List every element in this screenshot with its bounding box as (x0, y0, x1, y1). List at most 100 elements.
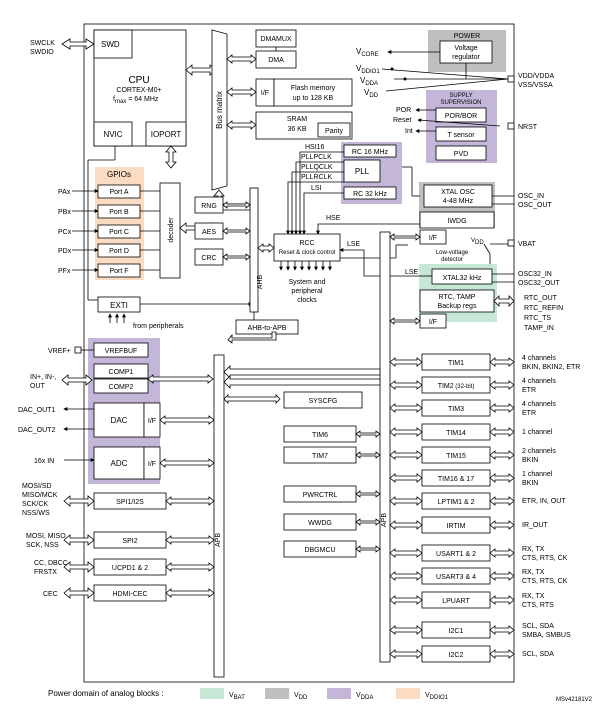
supply-title-1: SUPPLY (449, 93, 472, 99)
pin-osc32-in: OSC32_IN (518, 271, 552, 278)
adc-block (93, 446, 145, 480)
tim16-17-pin-label: 1 channel (522, 471, 553, 478)
pin-rtc-refin: RTC_REFIN (524, 305, 563, 312)
irtim-label: IRTIM (447, 523, 466, 530)
tsensor-label: T sensor (447, 132, 475, 139)
rc16-label: RC 16 MHz (352, 149, 389, 156)
parity-label: Parity (325, 128, 343, 135)
tim7-label: TIM7 (312, 453, 328, 460)
rc32-block (343, 186, 397, 200)
swd-arrow (61, 38, 95, 50)
exti-label: EXTI (110, 301, 128, 310)
tim15-bus-arrow (389, 450, 423, 460)
dma-label: DMA (268, 57, 284, 64)
legend-vdda-label: VDDA (356, 692, 373, 701)
pin-swclk: SWCLK (30, 40, 55, 47)
wwdg-label: WWDG (308, 520, 332, 527)
tim15-pin-label: BKIN (522, 457, 538, 464)
spi1-label: SPI1/I2S (116, 499, 144, 506)
tim1-label: TIM1 (448, 360, 464, 367)
i2c2-label: I2C2 (449, 652, 464, 659)
tim6-label: TIM6 (312, 432, 328, 439)
pin-vss-vssa: VSS/VSSA (518, 82, 553, 89)
dbgmcu-label: DBGMCU (304, 547, 335, 554)
tim2-pin-arrow (489, 380, 515, 390)
pin-vref: VREF+ (48, 348, 71, 355)
legend-vdd-swatch (265, 688, 289, 699)
swd-label: SWD (101, 40, 120, 49)
rc32-label: RC 32 kHz (353, 191, 387, 198)
pvd-block (435, 145, 487, 161)
rtc-if-label: I/F (429, 319, 437, 326)
tim15-label: TIM15 (446, 453, 466, 460)
usart3-4-label: USART3 & 4 (436, 574, 476, 581)
usart3-4-pin-label: RX, TX (522, 569, 545, 576)
flash-bus-arrow (226, 87, 257, 97)
apb-syscfg-arrow (223, 394, 281, 404)
rcc-label-2: Reset & clock control (279, 250, 335, 256)
lv-detector-label-1: Low-voltage (436, 250, 469, 256)
rc16-block (343, 144, 397, 158)
dac-label: DAC (111, 416, 128, 425)
xtal32-label: XTAL32 kHz (443, 275, 482, 282)
porbor-label: POR/BOR (445, 113, 477, 120)
cpu-gpio-arrow (165, 145, 177, 169)
pin-nrst: NRST (518, 124, 538, 131)
rtc-label-1: RTC, TAMP (439, 294, 476, 301)
pin-vdd-vdda: VDD/VDDA (518, 73, 555, 80)
pin-dac-out2: DAC_OUT2 (18, 427, 55, 434)
pin-osc-in: OSC_IN (518, 193, 544, 200)
vref-pin-box (74, 346, 82, 354)
lpuart-pin-label: CTS, RTS (522, 602, 554, 609)
comp1-block (93, 363, 149, 379)
pin-ucpd-2: FRSTX (34, 569, 57, 576)
usart1-2-pin-label: CTS, RTS, CK (522, 555, 568, 562)
port-f-label: Port F (109, 268, 128, 275)
tim1-pin-label: 4 channels (522, 355, 556, 362)
i2c1-label: I2C1 (449, 628, 464, 635)
rng-label: RNG (201, 203, 217, 210)
rcc-label-1: RCC (299, 240, 314, 247)
vdd-label: VDD (364, 88, 379, 99)
crc-label: CRC (201, 255, 216, 262)
dac-if-label: I/F (148, 418, 156, 425)
lv-detector-label-2: detector (441, 257, 463, 263)
sram-bus-arrow (226, 120, 257, 130)
dma-bus-arrow (226, 54, 257, 64)
lptim1-2-bus-arrow (389, 496, 423, 506)
vreg-label-1: Voltage (454, 45, 477, 52)
pin-spi1-3: SCK/CK (22, 501, 48, 508)
tim1-pin-label: BKIN, BKIN2, ETR (522, 364, 580, 371)
nvic-block (93, 121, 133, 147)
syscfg-block (283, 391, 363, 409)
from-peripherals-label: from peripherals (133, 323, 184, 330)
chip-outline (83, 23, 515, 683)
pin-spi1-1: MOSI/SD (22, 483, 52, 490)
iwdg-block (419, 211, 495, 229)
pin-osc32-out: OSC32_OUT (518, 280, 560, 287)
tim2-pin-label: 4 channels (522, 378, 556, 385)
pin-pax: PAx (58, 189, 71, 196)
cpu-title: CPU (128, 75, 149, 86)
pin-spi2-2: SCK, NSS (26, 542, 59, 549)
por-label: POR (396, 107, 411, 114)
gpio-vddio1-domain (95, 167, 144, 280)
pin-tamp-in: TAMP_IN (524, 325, 554, 332)
usart3-4-pin-label: CTS, RTS, CK (522, 578, 568, 585)
irtim-pin-arrow (489, 520, 515, 530)
pllpclk-label: PLLPCLK (301, 154, 332, 161)
i2c1-pin-arrow (489, 625, 515, 635)
usart3-4-bus-arrow (389, 571, 423, 581)
ahb-label: AHB (257, 274, 264, 289)
irtim-pin-label: IR_OUT (522, 522, 548, 529)
pin-spi2-1: MOSI, MISO (26, 533, 66, 540)
pvd-label: PVD (454, 151, 468, 158)
pllrclk-label: PLLRCLK (301, 174, 332, 181)
lpuart-pin-arrow (489, 595, 515, 605)
tim1-pin-arrow (489, 357, 515, 367)
legend-vdd-label: VDD (294, 692, 308, 701)
reset-label: Reset (393, 117, 411, 124)
tim1-bus-arrow (389, 357, 423, 367)
comp2-label: COMP2 (109, 384, 134, 391)
irtim-bus-arrow (389, 520, 423, 530)
